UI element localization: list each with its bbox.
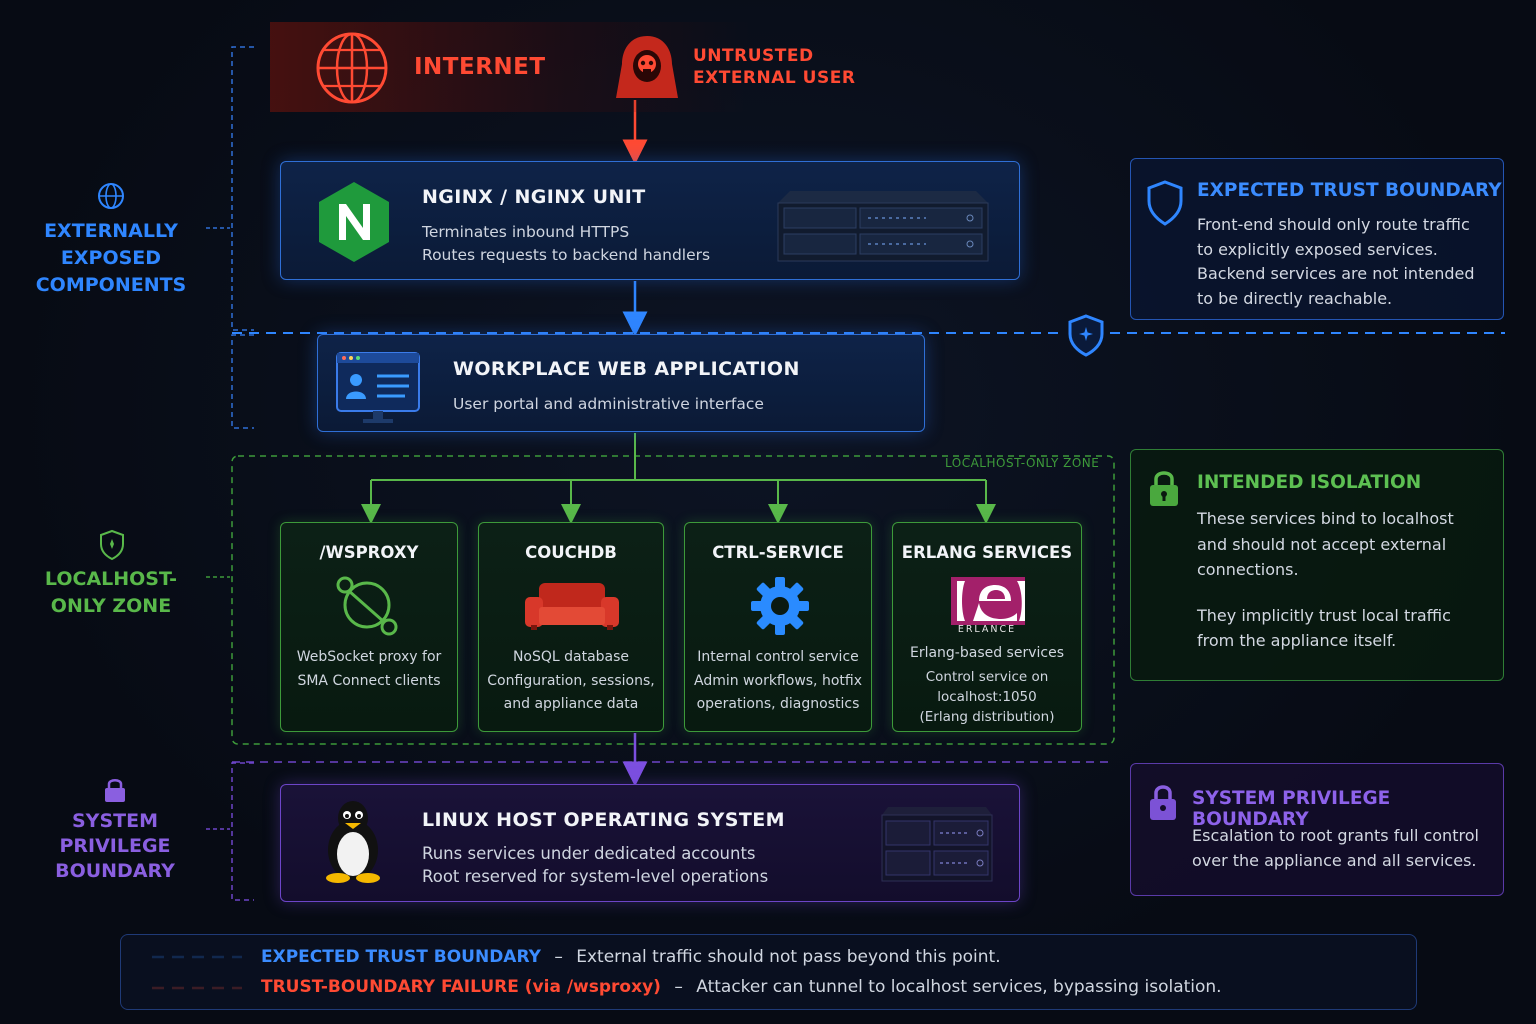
server-rack-small-icon <box>881 807 993 882</box>
side-label-localhost: LOCALHOST- ONLY ZONE <box>44 568 178 617</box>
service-erlang: ERLANG SERVICES ERLANCE Erlang-based ser… <box>892 522 1082 732</box>
service-wsproxy: /WSPROXY WebSocket proxy for SMA Connect… <box>280 522 458 732</box>
internet-label: INTERNET <box>414 54 546 80</box>
nginx-logo-icon <box>319 182 389 262</box>
side-label-external: EXTERNALLY EXPOSED COMPONENTS <box>35 220 187 296</box>
couch-icon <box>525 583 619 630</box>
webapp-title: WORKPLACE WEB APPLICATION <box>453 358 800 380</box>
shield-icon <box>1147 180 1183 226</box>
nginx-desc: Terminates inbound HTTPS Routes requests… <box>422 223 711 264</box>
erlang-logo-icon <box>951 577 1025 625</box>
legend-row-failure: TRUST-BOUNDARY FAILURE (via /wsproxy) – … <box>261 977 1222 997</box>
shield-green-icon <box>100 529 124 561</box>
linux-title: LINUX HOST OPERATING SYSTEM <box>422 809 785 831</box>
note-isolation: INTENDED ISOLATION These services bind t… <box>1130 449 1504 681</box>
lock-green-icon <box>1150 471 1178 506</box>
server-rack-icon <box>777 191 989 262</box>
proxy-connection-icon <box>336 576 398 636</box>
hooded-attacker-icon <box>616 36 678 98</box>
lock-icon <box>1150 785 1176 820</box>
legend: EXPECTED TRUST BOUNDARY – External traff… <box>120 934 1417 1010</box>
webapp-desc: User portal and administrative interface <box>453 395 764 413</box>
bracket-webapp <box>231 334 254 429</box>
gear-icon <box>751 577 809 635</box>
arrow-webapp-services <box>370 433 987 512</box>
bracket-system <box>231 762 254 901</box>
nginx-title: NGINX / NGINX UNIT <box>422 186 646 208</box>
linux-desc: Runs services under dedicated accounts R… <box>422 844 769 886</box>
untrusted-user-label: UNTRUSTED EXTERNAL USER <box>693 46 856 88</box>
linux-penguin-icon <box>326 801 380 883</box>
note-trust-boundary: EXPECTED TRUST BOUNDARY Front-end should… <box>1130 158 1504 320</box>
localhost-zone-tag: LOCALHOST-ONLY ZONE <box>945 456 1100 470</box>
legend-row-trust: EXPECTED TRUST BOUNDARY – External traff… <box>261 947 1001 967</box>
localhost-zone-rect <box>231 455 1115 745</box>
lock-purple-icon <box>105 779 125 802</box>
bracket-external <box>231 46 254 331</box>
service-ctrl: CTRL-SERVICE Internal control service Ad… <box>684 522 872 732</box>
browser-window-icon <box>336 352 420 423</box>
side-label-system: SYSTEM PRIVILEGE BOUNDARY <box>55 810 175 882</box>
globe-small-icon <box>98 183 124 209</box>
service-couchdb: COUCHDB NoSQL database Configuration, se… <box>478 522 664 732</box>
trust-shield-icon <box>1068 314 1104 357</box>
erlang-logo-text: ERLANCE <box>957 624 1017 635</box>
note-privilege: SYSTEM PRIVILEGE BOUNDARY Escalation to … <box>1130 763 1504 896</box>
globe-icon <box>316 32 388 104</box>
